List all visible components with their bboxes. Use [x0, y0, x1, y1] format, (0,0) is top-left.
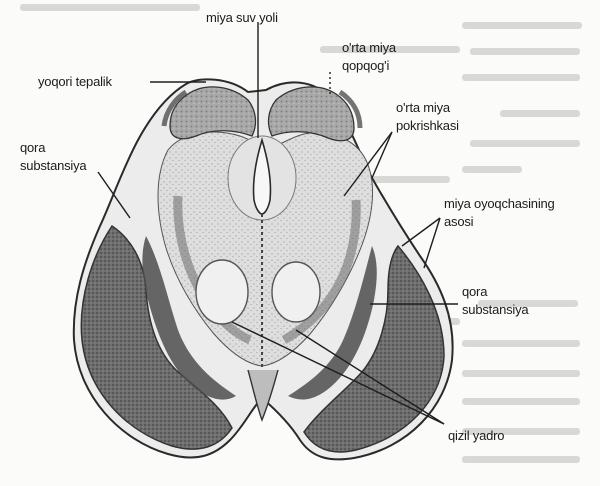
- label-qora-substansiya-right-line1: qora: [462, 284, 487, 299]
- label-orta-miya-qopqogi-line2: qopqog'i: [342, 58, 389, 73]
- label-miya-suv-yoli: miya suv yoli: [206, 10, 278, 25]
- label-qora-substansiya-right-line2: substansiya: [462, 302, 528, 317]
- right-red-nucleus: [272, 262, 320, 322]
- label-qizil-yadro: qizil yadro: [448, 428, 504, 443]
- label-orta-miya-qopqogi-line1: o'rta miya: [342, 40, 396, 55]
- label-qora-substansiya-left-line2: substansiya: [20, 158, 86, 173]
- label-orta-miya-pokrishkasi-line2: pokrishkasi: [396, 118, 459, 133]
- label-orta-miya-pokrishkasi-line1: o'rta miya: [396, 100, 450, 115]
- label-qora-substansiya-left-line1: qora: [20, 140, 45, 155]
- leader-oyoqcha-b: [424, 218, 440, 268]
- label-yuqori-tepalik: yoqori tepalik: [38, 74, 112, 89]
- left-red-nucleus: [196, 260, 248, 324]
- label-miya-oyoqchasining-line1: miya oyoqchasining: [444, 196, 555, 211]
- label-miya-oyoqchasining-line2: asosi: [444, 214, 473, 229]
- leader-oyoqcha-a: [402, 218, 440, 246]
